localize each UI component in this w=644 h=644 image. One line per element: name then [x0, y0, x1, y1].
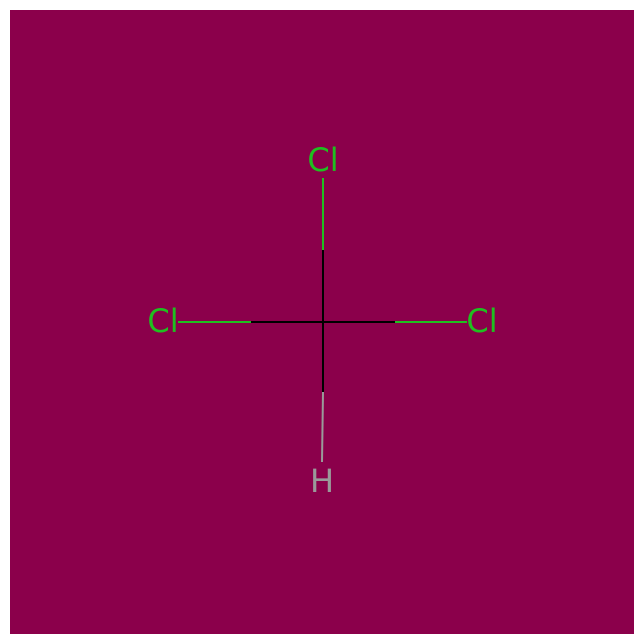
atom-label-chlorine-left: Cl — [147, 302, 178, 340]
atom-label-chlorine-top: Cl — [307, 141, 338, 179]
bond-c-h-hydrogen-half — [321, 391, 324, 463]
atom-label-hydrogen-bottom: H — [310, 462, 334, 500]
molecule-diagram: Cl Cl Cl H — [10, 10, 634, 634]
atom-label-chlorine-right: Cl — [466, 302, 497, 340]
